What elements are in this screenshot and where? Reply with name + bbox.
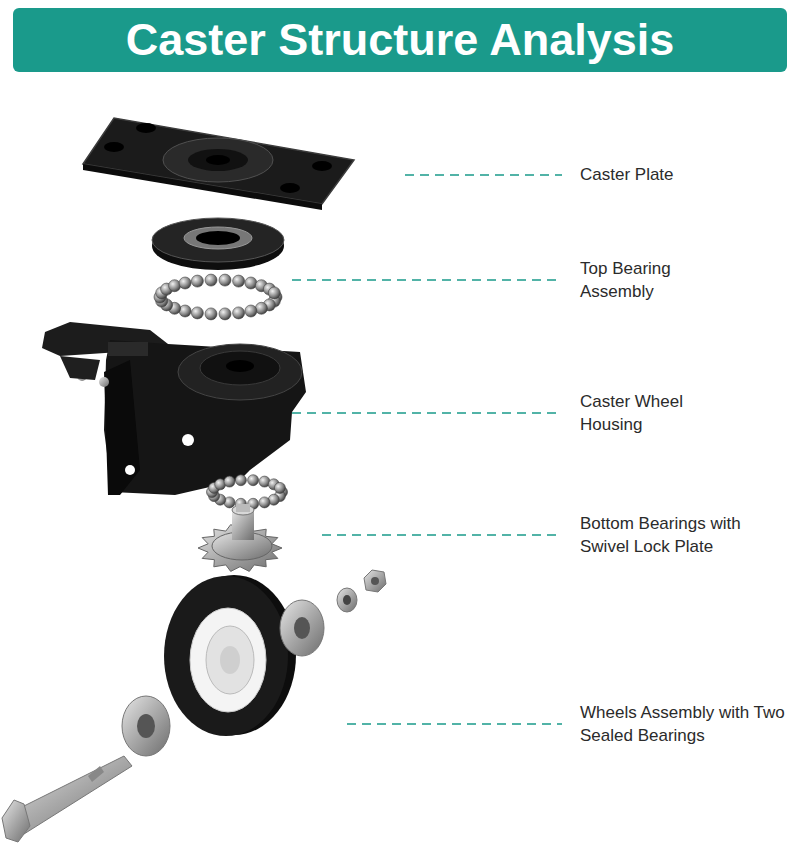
- illustration-shape: [104, 340, 306, 495]
- title-text: Caster Structure Analysis: [126, 14, 675, 66]
- illustration-shape: [268, 287, 280, 299]
- illustration-shape: [163, 138, 273, 182]
- illustration-shape: [2, 800, 30, 842]
- illustration-shape: [108, 342, 148, 356]
- illustration-shape: [371, 577, 379, 585]
- wheel: [164, 575, 296, 736]
- spacer: [337, 588, 357, 612]
- illustration-shape: [206, 626, 254, 694]
- top-bearing-race: [152, 218, 284, 270]
- illustration-shape: [184, 227, 252, 249]
- illustration-shape: [125, 465, 135, 475]
- illustration-shape: [191, 307, 203, 319]
- illustration-shape: [88, 766, 104, 782]
- illustration-shape: [99, 377, 109, 387]
- illustration-shape: [233, 307, 245, 319]
- illustration-shape: [191, 275, 203, 287]
- illustration-shape: [248, 475, 259, 486]
- illustration-shape: [233, 275, 245, 287]
- illustration-shape: [200, 351, 280, 385]
- axle-bolt: [2, 756, 132, 842]
- illustration-shape: [236, 504, 250, 512]
- illustration-shape: [178, 344, 302, 400]
- nut: [364, 570, 386, 592]
- illustration-shape: [137, 714, 155, 738]
- illustration-shape: [182, 434, 194, 446]
- illustration-shape: [104, 360, 140, 495]
- top-ball-ring: [154, 274, 282, 320]
- illustration-shape: [152, 218, 284, 262]
- left-bearing: [122, 696, 170, 756]
- illustration-shape: [136, 123, 156, 133]
- illustration-shape: [169, 280, 181, 292]
- illustration-shape: [312, 161, 332, 171]
- illustration-shape: [224, 476, 235, 487]
- illustration-shape: [364, 570, 386, 592]
- swivel-lock-plate: [198, 504, 282, 571]
- illustration-shape: [322, 534, 562, 536]
- illustration-shape: [292, 279, 562, 281]
- illustration-shape: [235, 475, 246, 486]
- illustration-shape: [405, 174, 562, 176]
- part-label: Top Bearing Assembly: [580, 257, 720, 303]
- illustration-shape: [337, 588, 357, 612]
- illustration-shape: [104, 142, 124, 152]
- illustration-shape: [190, 608, 266, 712]
- illustration-shape: [179, 277, 191, 289]
- illustration-shape: [292, 412, 562, 414]
- illustration-shape: [196, 231, 240, 245]
- leader-lines: [292, 175, 562, 724]
- illustration-shape: [220, 646, 240, 674]
- illustration-shape: [343, 595, 351, 605]
- illustration-shape: [245, 305, 257, 317]
- illustration-shape: [245, 277, 257, 289]
- illustration-shape: [232, 505, 254, 515]
- illustration-shape: [294, 617, 310, 639]
- illustration-shape: [255, 302, 267, 314]
- illustration-shape: [206, 155, 230, 165]
- illustration-shape: [280, 600, 324, 656]
- illustration-shape: [205, 274, 217, 286]
- illustration-shape: [347, 723, 562, 725]
- part-label: Bottom Bearings with Swivel Lock Plate: [580, 512, 785, 558]
- illustration-shape: [226, 360, 254, 372]
- caster-plate: [83, 118, 354, 210]
- part-label: Caster Plate: [580, 163, 780, 186]
- right-bearing: [280, 600, 324, 656]
- illustration-shape: [188, 149, 248, 171]
- title-banner: Caster Structure Analysis: [13, 8, 787, 72]
- illustration-shape: [219, 308, 231, 320]
- illustration-shape: [164, 576, 288, 736]
- illustration-shape: [122, 696, 170, 756]
- part-label: Wheels Assembly with Two Sealed Bearings: [580, 701, 785, 747]
- illustration-shape: [274, 482, 285, 493]
- illustration-shape: [60, 356, 100, 380]
- wheel-housing: [42, 322, 306, 495]
- illustration-shape: [259, 497, 270, 508]
- illustration-shape: [179, 305, 191, 317]
- illustration-shape: [280, 183, 300, 193]
- illustration-shape: [219, 274, 231, 286]
- part-label: Caster Wheel Housing: [580, 390, 720, 436]
- illustration-shape: [205, 308, 217, 320]
